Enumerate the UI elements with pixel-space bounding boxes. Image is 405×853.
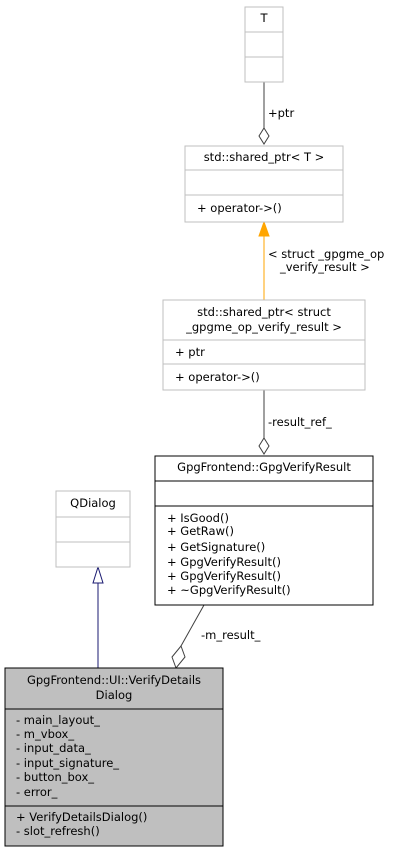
method: + GetSignature() [167, 540, 265, 554]
method: + GpgVerifyResult() [167, 555, 281, 569]
attribute: - main_layout_ [16, 713, 100, 727]
class-verify-details-dialog[interactable]: GpgFrontend::UI::VerifyDetails Dialog - … [4, 667, 224, 847]
method: + operator->() [175, 370, 260, 384]
class-name: T [259, 11, 268, 25]
template-arrowhead [258, 220, 270, 237]
method: - slot_refresh() [16, 824, 100, 838]
method: + GpgVerifyResult() [167, 569, 281, 583]
class-gpg-verify-result[interactable]: GpgFrontend::GpgVerifyResult + IsGood() … [154, 455, 374, 606]
method: + operator->() [197, 201, 282, 215]
attribute: - input_signature_ [16, 756, 119, 770]
class-t[interactable]: T [244, 6, 284, 83]
class-shared-ptr-t[interactable]: std::shared_ptr< T > + operator->() [184, 145, 344, 223]
edge-label-template-line-1: < struct _gpgme_op [268, 247, 384, 261]
edge-label-ptr: +ptr [268, 106, 294, 120]
edge-m-result: -m_result_ [171, 604, 261, 669]
edge-label-m-result: -m_result_ [201, 628, 261, 642]
aggregation-diamond [171, 645, 186, 669]
class-name: std::shared_ptr< T > [204, 150, 325, 164]
class-name-line-1: GpgFrontend::UI::VerifyDetails [27, 673, 201, 687]
class-name-line-1: std::shared_ptr< struct [197, 305, 331, 319]
method: + GetRaw() [167, 524, 234, 538]
edge-result-ref: -result_ref_ [258, 390, 332, 455]
class-qdialog[interactable]: QDialog [55, 490, 131, 568]
class-name: QDialog [70, 496, 116, 510]
class-shared-ptr-verify-result[interactable]: std::shared_ptr< struct _gpgme_op_verify… [162, 299, 366, 391]
attribute: + ptr [175, 345, 205, 359]
attribute: - button_box_ [16, 770, 94, 784]
inheritance-arrowhead [92, 565, 104, 584]
class-name-line-2: Dialog [96, 688, 133, 702]
edge-label-template-line-2: _verify_result > [279, 260, 370, 274]
method: + ~GpgVerifyResult() [167, 583, 291, 597]
attribute: - input_data_ [16, 741, 91, 755]
edge-ptr: +ptr [258, 82, 294, 145]
class-name-line-2: _gpgme_op_verify_result > [185, 320, 342, 334]
aggregation-diamond [258, 437, 270, 455]
attribute: - m_vbox_ [16, 727, 74, 741]
edge-inheritance [92, 565, 104, 668]
edge-template-binding: < struct _gpgme_op _verify_result > [258, 220, 384, 300]
method: + VerifyDetailsDialog() [16, 810, 147, 824]
class-name: GpgFrontend::GpgVerifyResult [177, 460, 351, 474]
edge-label-result-ref: -result_ref_ [268, 415, 332, 429]
attribute: - error_ [16, 785, 58, 799]
method: + IsGood() [167, 511, 229, 525]
aggregation-diamond [258, 127, 270, 145]
